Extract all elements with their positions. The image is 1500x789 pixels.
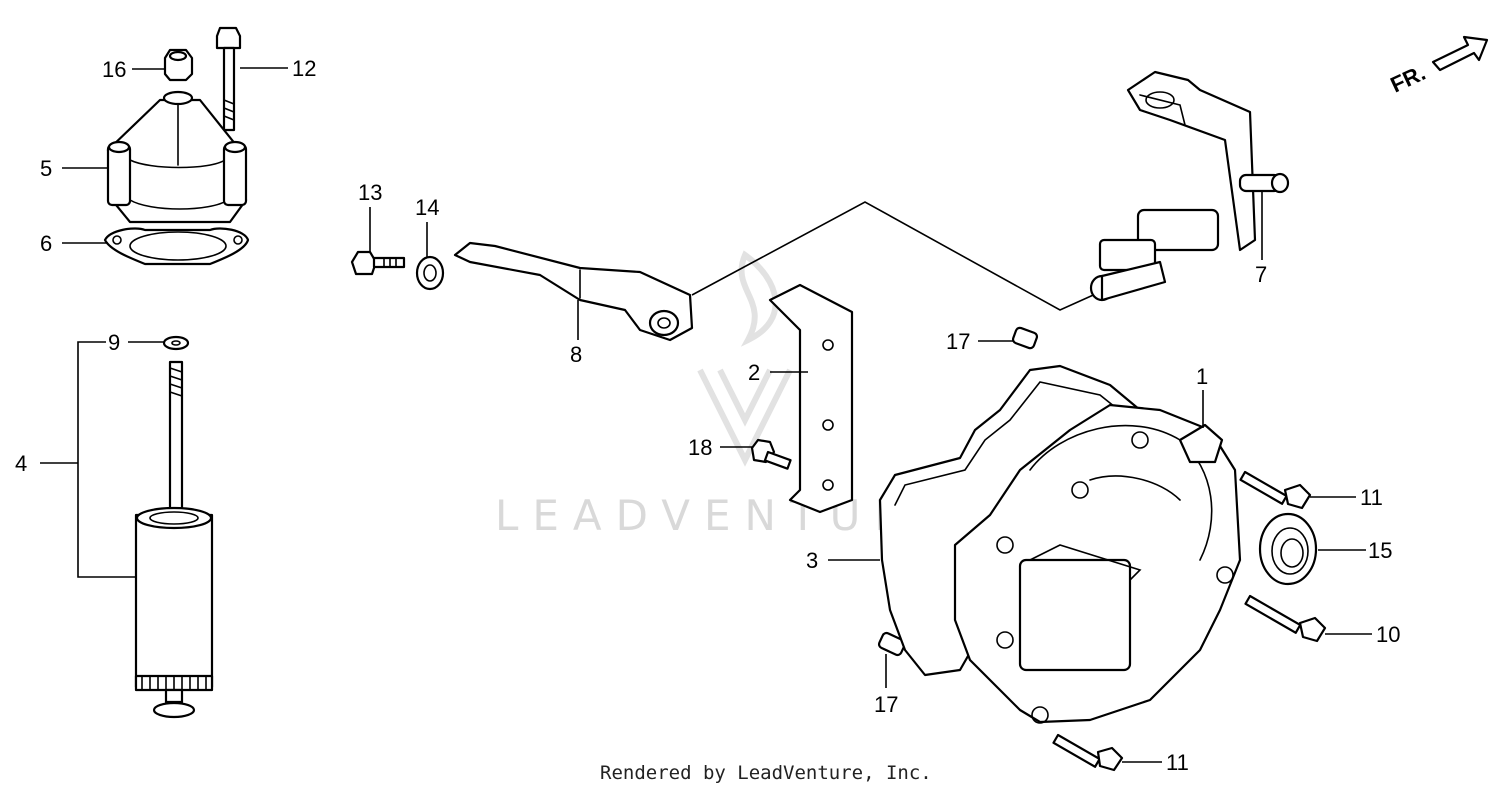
part-17-dowel-bottom bbox=[877, 631, 907, 657]
part-17-dowel-top bbox=[1011, 326, 1039, 350]
callout-4[interactable]: 4 bbox=[15, 451, 27, 476]
part-9-washer bbox=[162, 335, 190, 351]
footer-credit: Rendered by LeadVenture, Inc. bbox=[600, 762, 932, 784]
watermark-logo bbox=[697, 250, 793, 467]
part-6-gasket bbox=[103, 227, 250, 266]
callout-11-lower[interactable]: 11 bbox=[1166, 750, 1189, 775]
callout-8[interactable]: 8 bbox=[570, 342, 582, 367]
callout-17-top[interactable]: 17 bbox=[946, 329, 970, 354]
callout-17-bottom[interactable]: 17 bbox=[874, 692, 898, 717]
part-1-case-cover bbox=[953, 403, 1242, 724]
callout-12[interactable]: 12 bbox=[292, 56, 316, 81]
front-direction-indicator: FR. bbox=[1387, 35, 1489, 98]
part-10-bolt bbox=[1244, 594, 1327, 643]
part-2-bracket bbox=[768, 283, 854, 514]
part-5-mount bbox=[106, 90, 248, 224]
part-13-bolt bbox=[350, 250, 406, 276]
callout-16[interactable]: 16 bbox=[102, 57, 126, 82]
leader-lines bbox=[40, 67, 1372, 763]
callout-13[interactable]: 13 bbox=[358, 180, 382, 205]
part-12-bolt bbox=[215, 26, 242, 132]
callout-5[interactable]: 5 bbox=[40, 156, 52, 181]
callout-6[interactable]: 6 bbox=[40, 231, 52, 256]
callouts: 1 2 3 4 5 6 7 8 9 10 11 11 12 13 14 15 1… bbox=[15, 56, 1400, 775]
part-7-shift-shaft bbox=[1089, 70, 1290, 302]
part-11-bolt-upper bbox=[1239, 470, 1312, 510]
part-14-collar bbox=[415, 255, 445, 291]
part-11-bolt-lower bbox=[1052, 733, 1124, 772]
callout-11-upper[interactable]: 11 bbox=[1360, 485, 1383, 510]
arm-link-line bbox=[691, 201, 1101, 311]
callout-10[interactable]: 10 bbox=[1376, 622, 1400, 647]
part-18-bolt bbox=[750, 438, 792, 470]
callout-2[interactable]: 2 bbox=[748, 360, 760, 385]
watermark-text: LEADVENTURE bbox=[495, 491, 958, 540]
callout-3[interactable]: 3 bbox=[806, 548, 818, 573]
callout-15[interactable]: 15 bbox=[1368, 538, 1392, 563]
part-16-nut bbox=[163, 48, 194, 82]
part-15-oil-seal bbox=[1258, 512, 1318, 586]
callout-18[interactable]: 18 bbox=[688, 435, 712, 460]
part-4-damper bbox=[134, 360, 214, 719]
callout-14[interactable]: 14 bbox=[415, 195, 439, 220]
front-arrow-icon bbox=[1431, 35, 1489, 72]
callout-9[interactable]: 9 bbox=[108, 330, 120, 355]
callout-1[interactable]: 1 bbox=[1196, 364, 1208, 389]
callout-7[interactable]: 7 bbox=[1255, 262, 1267, 287]
watermark: LEADVENTURE bbox=[495, 250, 958, 540]
direction-label: FR. bbox=[1387, 60, 1430, 98]
part-8-arm bbox=[453, 241, 694, 342]
